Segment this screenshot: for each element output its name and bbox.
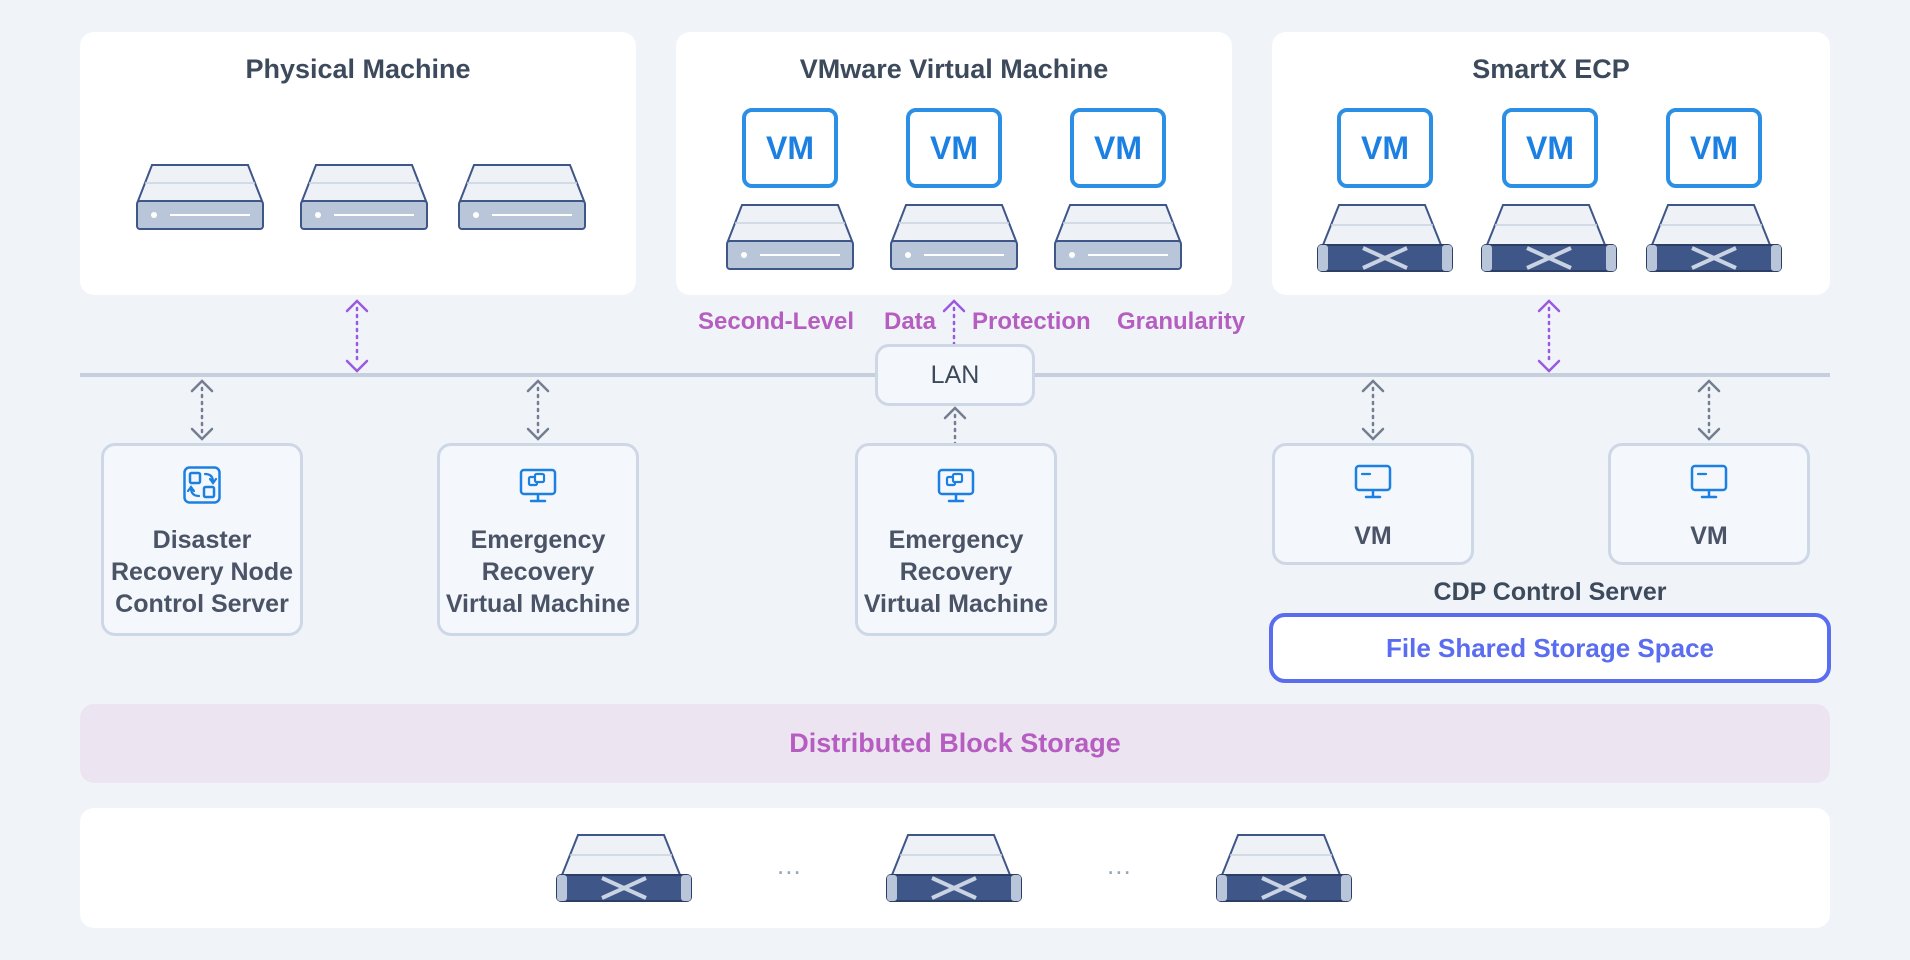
er-vm-2-label-3: Virtual Machine	[863, 590, 1049, 618]
er-vm-1-arrow	[526, 379, 550, 441]
monitor-windows-icon	[937, 468, 975, 503]
cdp-control-server-label: CDP Control Server	[1433, 578, 1667, 606]
lan-box: LAN	[875, 344, 1035, 406]
er-vm-node-2: Emergency Recovery Virtual Machine	[855, 443, 1057, 636]
distributed-block-storage-band: Distributed Block Storage	[80, 704, 1830, 783]
smartx-server-2	[1480, 203, 1618, 273]
dr-control-label-2: Recovery Node	[110, 558, 294, 586]
er-vm-node-1: Emergency Recovery Virtual Machine	[437, 443, 639, 636]
vmware-host-server-1	[726, 204, 854, 270]
vmware-vm-box-1: VM	[742, 108, 838, 188]
vmware-host-server-3	[1054, 204, 1182, 270]
er-vm-1-label-1: Emergency	[470, 526, 606, 554]
er-vm-2-label-1: Emergency	[888, 526, 1024, 554]
physical-server-1	[136, 164, 264, 230]
monitor-icon	[1354, 464, 1392, 499]
cdp-vm-2-arrow	[1697, 379, 1721, 441]
cdp-vm-node-2: VM	[1608, 443, 1810, 565]
physical-machine-title: Physical Machine	[245, 54, 471, 84]
dr-control-label-1: Disaster	[152, 526, 252, 554]
smartx-server-3	[1645, 203, 1783, 273]
physical-lan-arrow	[345, 299, 369, 373]
cdp-vm-node-1: VM	[1272, 443, 1474, 565]
granularity-word-4: Granularity	[1117, 308, 1246, 335]
er-vm-1-label-3: Virtual Machine	[445, 590, 631, 618]
granularity-word-3: Protection	[972, 308, 1091, 335]
er-vm-2-label-2: Recovery	[899, 558, 1013, 586]
physical-server-3	[458, 164, 586, 230]
ellipsis-1: ...	[777, 850, 802, 880]
dr-control-server-node: Disaster Recovery Node Control Server	[101, 443, 303, 636]
cluster-server-1	[555, 833, 693, 903]
smartx-vm-box-3: VM	[1666, 108, 1762, 188]
smartx-ecp-title: SmartX ECP	[1472, 54, 1630, 84]
physical-server-2	[300, 164, 428, 230]
dr-control-label-3: Control Server	[115, 590, 289, 618]
file-shared-storage-box: File Shared Storage Space	[1269, 613, 1831, 683]
smartx-server-1	[1316, 203, 1454, 273]
vmware-host-server-2	[890, 204, 1018, 270]
vmware-vm-title: VMware Virtual Machine	[799, 54, 1109, 84]
monitor-icon	[1690, 464, 1728, 499]
er-vm-1-label-2: Recovery	[481, 558, 595, 586]
vmware-vm-box-2: VM	[906, 108, 1002, 188]
cluster-server-2	[885, 833, 1023, 903]
cluster-server-3	[1215, 833, 1353, 903]
cdp-vm-2-label: VM	[1690, 522, 1728, 550]
cdp-vm-1-arrow	[1361, 379, 1385, 441]
dr-control-arrow	[190, 379, 214, 441]
vmware-vm-box-3: VM	[1070, 108, 1166, 188]
smartx-vm-box-2: VM	[1502, 108, 1598, 188]
smartx-lan-arrow	[1537, 299, 1561, 373]
cdp-vm-1-label: VM	[1354, 522, 1392, 550]
physical-machine-card: Physical Machine	[80, 32, 636, 295]
sync-icon	[183, 466, 221, 504]
granularity-word-1: Second-Level	[698, 308, 855, 335]
monitor-windows-icon	[519, 468, 557, 503]
ellipsis-2: ...	[1107, 850, 1132, 880]
granularity-word-2: Data	[884, 308, 937, 335]
smartx-vm-box-1: VM	[1337, 108, 1433, 188]
